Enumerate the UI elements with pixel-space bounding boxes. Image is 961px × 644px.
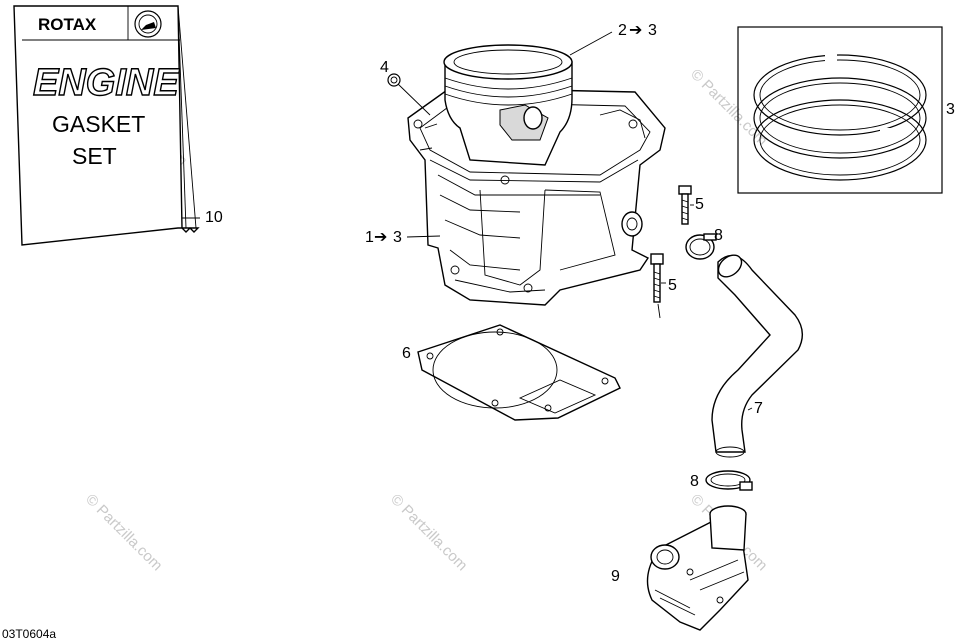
gasket-set-title-engine: ENGINE [33, 62, 180, 104]
figure-code: 03T0604a [2, 627, 56, 641]
bolt-lower [650, 253, 664, 303]
leader-line [406, 235, 441, 238]
callout-6: 6 [402, 345, 411, 362]
piston [443, 44, 573, 166]
water-pump-housing [646, 505, 749, 631]
callout-2: 2 [618, 22, 627, 39]
hose-clamp-upper [685, 233, 717, 260]
hose-clamp-lower [705, 470, 753, 491]
leader-line [397, 83, 431, 116]
bolt-upper [678, 185, 692, 225]
gasket-set-folder: ROTAX ENGINE GASKET SET [13, 5, 200, 246]
piston-rings-box [737, 26, 943, 194]
callout-3: 3 [946, 101, 955, 118]
rotax-logo-text: ROTAX [38, 15, 97, 34]
rotax-emblem-icon [134, 10, 162, 38]
watermark: © Partzilla.com [387, 491, 470, 574]
callout-5-lower: 5 [668, 277, 677, 294]
gasket-set-title-set: SET [72, 143, 117, 169]
callout-7: 7 [754, 400, 763, 417]
leader-line [657, 303, 661, 319]
callout-4: 4 [380, 59, 389, 76]
callout-10: 10 [205, 209, 223, 226]
callout-1: 1 [365, 229, 374, 246]
callout-2-reference: 3 [648, 22, 657, 39]
leader-line [747, 407, 753, 411]
cylinder-base-gasket [417, 324, 621, 421]
arrow-glyph: ➔ [629, 22, 642, 39]
callout-5-upper: 5 [695, 196, 704, 213]
callout-8-upper: 8 [714, 227, 723, 244]
watermark: © Partzilla.com [82, 491, 165, 574]
arrow-glyph: ➔ [374, 229, 387, 246]
callout-8-lower: 8 [690, 473, 699, 490]
o-ring [387, 73, 401, 87]
coolant-hose [711, 254, 803, 458]
callout-9: 9 [611, 568, 620, 585]
leader-line [569, 31, 613, 56]
callout-1-reference: 3 [393, 229, 402, 246]
gasket-set-title-gasket: GASKET [52, 111, 145, 137]
